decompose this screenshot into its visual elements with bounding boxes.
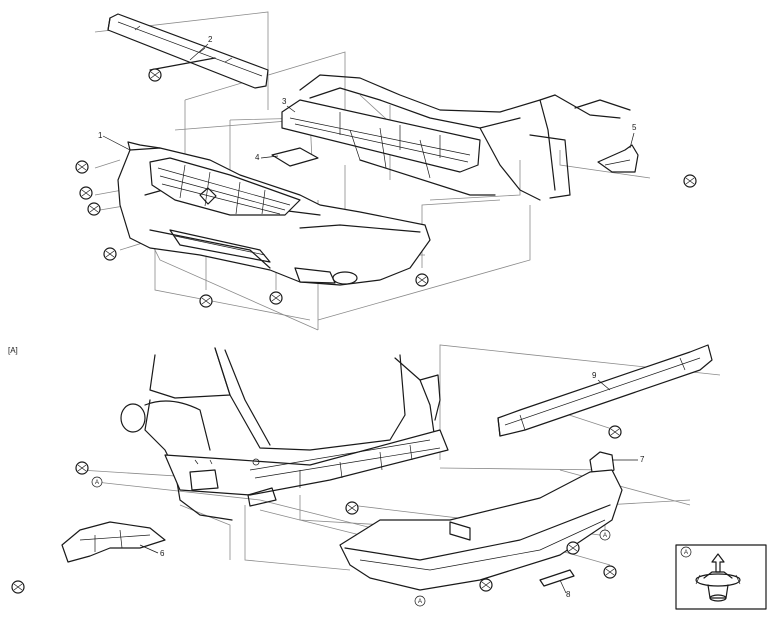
clip-icon [148,68,162,82]
callout-3: 3 [282,97,287,106]
push-clip-icon [695,553,741,602]
front-side-bracket [597,144,639,173]
clip-icon [75,461,89,475]
front-clips [75,68,697,308]
rear-left-bracket [61,521,166,563]
clip-icon [79,186,93,200]
clip-icon [479,578,493,592]
front-reinforcement-bar [107,13,269,89]
callout-5: 5 [632,123,637,132]
clip-a-marker: A [418,599,422,605]
front-center-bracket [271,147,319,167]
clip-icon [11,580,25,594]
rear-reinforcement-bar [497,344,713,437]
rear-clips [11,425,622,594]
callout-4: 4 [255,153,260,162]
clip-icon [199,294,213,308]
front-assembly: 1 2 3 4 5 [75,11,697,331]
clip-icon [415,273,429,287]
callout-1: 1 [98,131,103,140]
clip-a-marker: A [95,480,99,486]
clip-icon [345,501,359,515]
clip-icon [75,160,89,174]
rear-bumper-fascia [339,469,623,591]
front-radiator-support [299,74,631,201]
rear-callouts: 6 7 8 9 [139,371,645,599]
clip-a-legend: A [675,544,767,610]
clip-icon [269,291,283,305]
rear-assembly: A A A 6 7 8 9 [11,344,721,607]
callout-8: 8 [566,590,571,599]
clip-a-marker: A [603,533,607,539]
clip-icon [683,174,697,188]
clip-icon [566,541,580,555]
legend-marker: A [684,550,688,556]
callout-2: 2 [208,35,213,44]
front-callouts: 1 2 3 4 5 [98,35,637,162]
callout-6: 6 [160,549,165,558]
clip-icon [87,202,101,216]
front-bumper-fascia [117,141,431,286]
clip-icon [603,565,617,579]
callout-9: 9 [592,371,597,380]
clip-icon [103,247,117,261]
clip-a-markers: A A A [91,476,611,607]
rear-body [120,347,449,521]
section-label: [A] [8,346,18,355]
clip-icon [608,425,622,439]
callout-7: 7 [640,455,645,464]
